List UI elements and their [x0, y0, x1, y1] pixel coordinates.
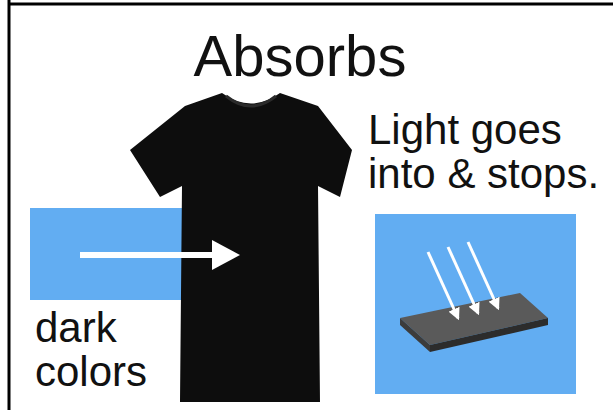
frame-line [8, 3, 613, 6]
collar [226, 96, 276, 106]
diagram-title: Absorbs [150, 24, 450, 88]
text-label: Light goes into & stops. [368, 108, 613, 196]
black-tshirt [130, 93, 352, 402]
surface-side [430, 318, 548, 352]
surface-side [400, 318, 430, 352]
arrow-head [212, 240, 240, 270]
light-panel [375, 214, 576, 394]
light-ray [468, 242, 498, 308]
light-arrow [80, 252, 212, 258]
text-label: dark colors [35, 306, 185, 394]
frame-line [8, 0, 11, 410]
